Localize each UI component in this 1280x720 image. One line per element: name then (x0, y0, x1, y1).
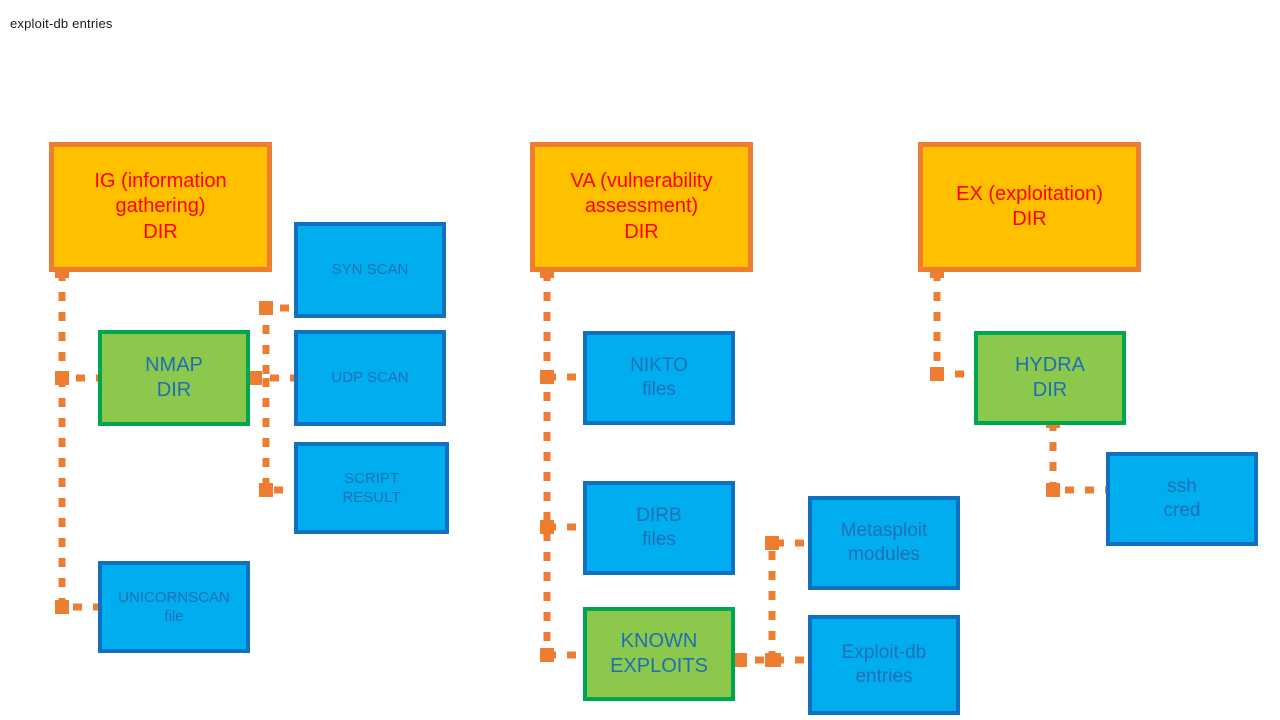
node-label-line-2: modules (848, 544, 920, 565)
node-label-line-2: files (642, 529, 676, 550)
node-label-line-1: IG (information (94, 169, 227, 192)
connector-hydra-to-ssh (1049, 422, 1106, 494)
node-label-line-2: file (164, 608, 184, 625)
connector-ig-to-unicornscan (58, 378, 98, 611)
node-metasploit-modules[interactable]: Metasploit modules (808, 496, 960, 590)
connector-endcap-metasploit-in (765, 536, 779, 550)
node-label-line-2: DIR (1012, 208, 1047, 230)
connector-endcap-nmap-in (55, 371, 69, 385)
node-label-line-1: NIKTO (630, 354, 688, 376)
connector-nmap-to-script (262, 378, 294, 494)
node-label-line-2: RESULT (342, 489, 401, 506)
node-label-line-1: HYDRA (1014, 353, 1085, 376)
node-script-result[interactable]: SCRIPT RESULT (294, 442, 449, 534)
node-label-line-1: Exploit-db (841, 641, 927, 663)
connector-nmap-to-syn (250, 304, 294, 382)
node-label-line-2: EXPLOITS (610, 655, 708, 677)
node-label-line-1: EX (exploitation) (956, 182, 1103, 205)
node-hydra-dir[interactable]: HYDRA DIR (974, 331, 1126, 425)
connector-endcap-script-in (259, 483, 273, 497)
node-label-line-1: VA (vulnerability (570, 169, 713, 192)
node-known-exploits[interactable]: KNOWN EXPLOITS (583, 607, 735, 701)
node-label-line-3: DIR (624, 220, 659, 243)
node-unicornscan-file[interactable]: UNICORNSCAN file (98, 561, 250, 653)
node-udp-scan[interactable]: UDP SCAN (294, 330, 446, 426)
connector-ig-to-nmap-trunk (58, 272, 98, 382)
connector-ex-to-hydra (933, 272, 974, 378)
connector-endcap-known-in (540, 648, 554, 662)
node-label-line-1: NMAP (145, 353, 203, 376)
node-ssh-cred[interactable]: ssh cred (1106, 452, 1258, 546)
node-ex-dir[interactable]: EX (exploitation) DIR (918, 142, 1141, 272)
node-nikto-files[interactable]: NIKTO files (583, 331, 735, 425)
node-label-line-1: Metasploit (840, 519, 928, 541)
node-label-line-2: entries (855, 666, 913, 687)
node-ig-dir[interactable]: IG (information gathering) DIR (49, 142, 272, 272)
node-syn-scan[interactable]: SYN SCAN (294, 222, 446, 318)
node-label-line-1: KNOWN (620, 629, 698, 652)
node-label-line-1: SYN SCAN (331, 261, 409, 279)
page-caption: exploit-db entries (10, 16, 113, 31)
node-va-dir[interactable]: VA (vulnerability assessment) DIR (530, 142, 753, 272)
node-exploit-db-entries[interactable]: Exploit-db entries (808, 615, 960, 715)
connector-endcap-nikto-in (540, 370, 554, 384)
node-label-line-2: assessment) (584, 195, 699, 218)
connector-endcap-syn-in (259, 301, 273, 315)
connector-endcap-ssh-in (1046, 483, 1060, 497)
node-label-line-1: DIRB (636, 504, 682, 526)
connector-endcap-unicorn-in (55, 600, 69, 614)
node-label-line-1: UDP SCAN (331, 369, 409, 387)
connector-endcap-exploitdb-in (765, 653, 781, 667)
connector-known-to-metasploit (768, 539, 808, 660)
node-label-line-1: ssh (1167, 475, 1197, 497)
connector-endcap-dirb-in (540, 520, 554, 534)
node-dirb-files[interactable]: DIRB files (583, 481, 735, 575)
node-label-line-2: files (642, 379, 676, 400)
node-label-line-2: gathering) (115, 195, 206, 218)
node-label-line-1: UNICORNSCAN (118, 588, 230, 606)
node-label-line-2: DIR (156, 379, 192, 401)
node-label-line-2: DIR (1032, 379, 1068, 401)
node-nmap-dir[interactable]: NMAP DIR (98, 330, 250, 426)
node-label-line-1: SCRIPT (343, 469, 399, 487)
node-label-line-3: DIR (143, 220, 178, 243)
node-label-line-2: cred (1163, 500, 1201, 521)
connector-endcap-hydra-in (930, 367, 944, 381)
